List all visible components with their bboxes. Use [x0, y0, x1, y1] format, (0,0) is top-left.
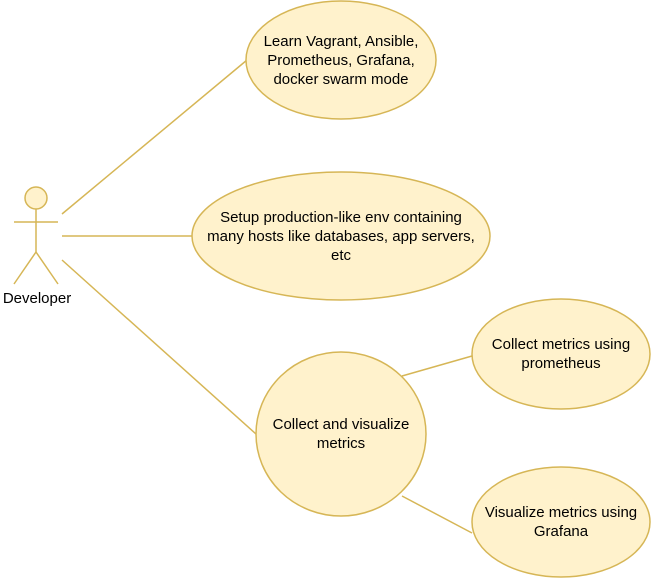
- actor-left-leg: [13, 251, 37, 285]
- use-case-collect-prometheus: Collect metrics using prometheus: [491, 336, 631, 372]
- use-case-learn-tools-shape: [245, 0, 437, 120]
- connector-collect-prometheus: [401, 355, 473, 377]
- connector-developer-collect-visualize: [61, 259, 257, 435]
- actor-head: [24, 186, 48, 210]
- use-case-setup-env: Setup production-like env containing man…: [207, 208, 475, 264]
- actor-figure: [13, 186, 59, 285]
- use-case-collect-visualize-shape: [255, 351, 427, 517]
- connector-visualize-grafana: [401, 495, 473, 534]
- use-case-collect-visualize: Collect and visualize metrics: [272, 416, 410, 452]
- use-case-visualize-grafana-shape: [471, 466, 651, 578]
- actor-label: Developer: [2, 290, 72, 307]
- use-case-visualize-grafana: Visualize metrics using Grafana: [484, 504, 638, 540]
- use-case-setup-env-shape: [191, 171, 491, 301]
- actor-right-leg: [35, 251, 59, 285]
- use-case-collect-prometheus-shape: [471, 298, 651, 410]
- use-case-learn-tools: Learn Vagrant, Ansible, Prometheus, Graf…: [263, 32, 419, 88]
- connector-developer-learn-tools: [61, 59, 248, 215]
